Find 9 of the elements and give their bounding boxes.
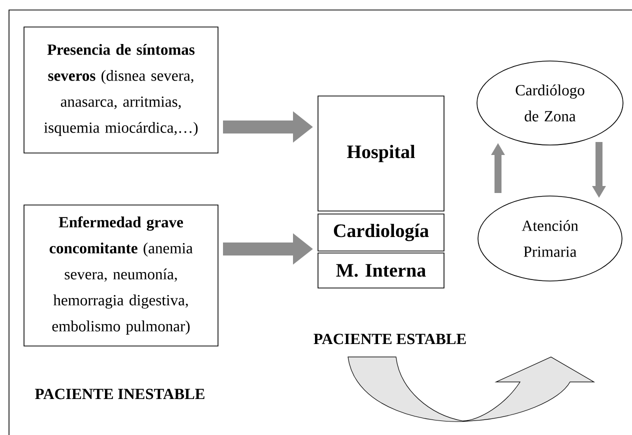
text-box: M. Interna [318, 252, 444, 288]
label: PACIENTE INESTABLE [35, 388, 204, 400]
label: PACIENTE ESTABLE [314, 334, 466, 344]
text-box: Enfermedad grave concomitante (anemia severa, neumonía, hemorragia digestiva, embolismo pulmonar) [24, 204, 218, 346]
ellipse-node: Cardiólogo de Zona [476, 60, 624, 146]
text-box: Presencia de síntomas severos (disnea severa, anasarca, arritmias, isquemia miocárdica,…) [24, 26, 218, 154]
text-box: Hospital [318, 96, 444, 212]
text-box: Cardiología [318, 214, 444, 252]
ellipse-node: Atención Primaria [478, 196, 622, 282]
